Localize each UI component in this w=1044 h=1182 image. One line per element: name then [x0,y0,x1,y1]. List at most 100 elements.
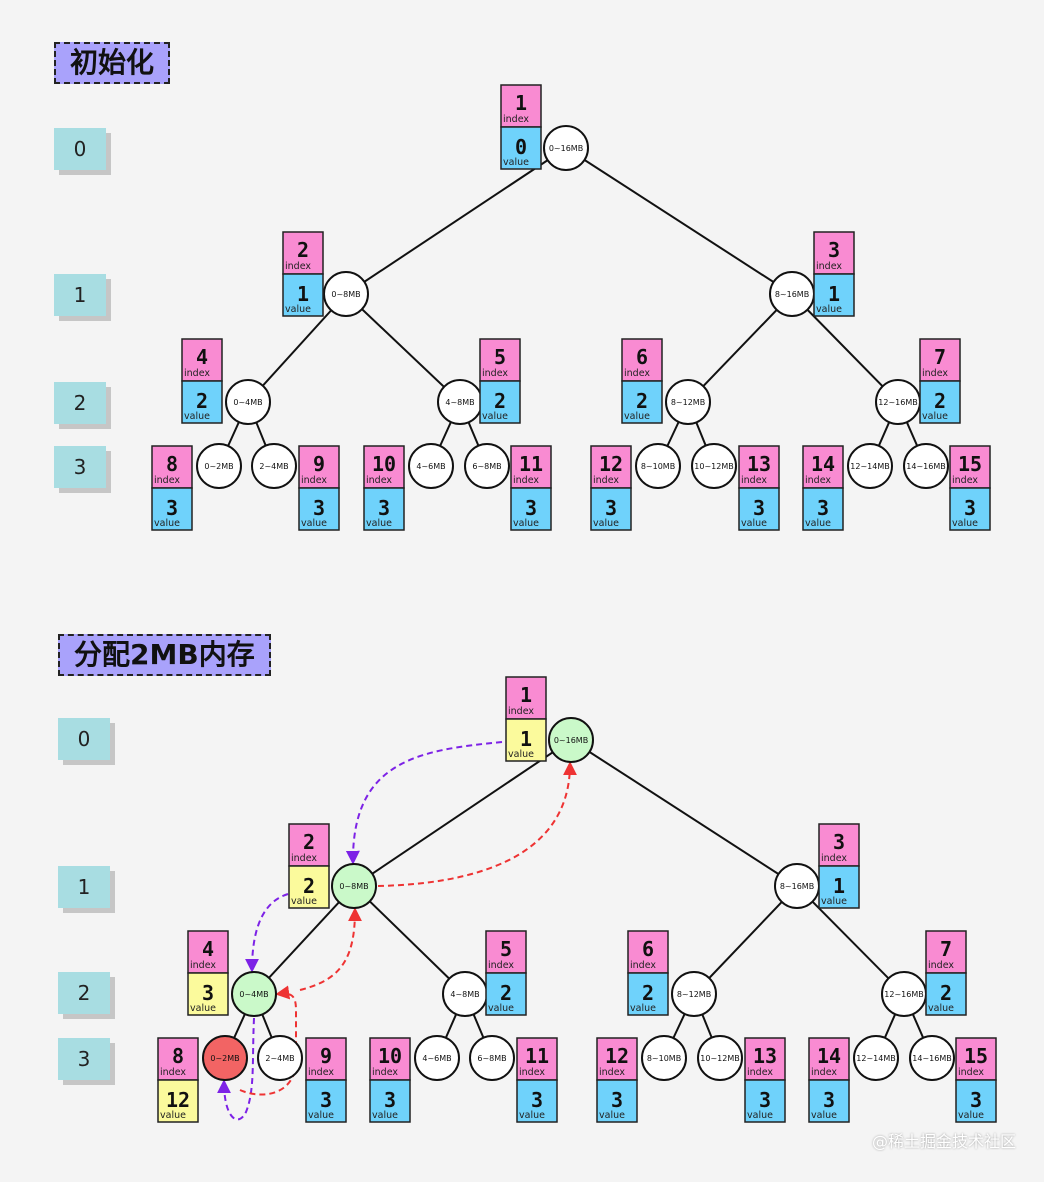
block-circle [909,1035,955,1081]
block-range-label: 0~8MB [331,290,360,299]
value-box [813,273,855,317]
value-box [369,1079,411,1123]
index-number: 11 [525,1044,549,1068]
index-box [596,1037,638,1081]
index-caption: index [922,368,948,379]
index-box [505,676,547,720]
index-number: 6 [636,345,648,369]
index-box [479,338,521,382]
block-circle [196,443,242,489]
value-number: 3 [378,496,390,520]
block-range-label: 12~16MB [878,398,917,407]
value-number: 3 [166,496,178,520]
value-number: 3 [817,496,829,520]
index-caption: index [747,1067,773,1078]
index-box [813,231,855,275]
value-caption: value [508,749,534,760]
block-circle [251,443,297,489]
value-number: 3 [970,1088,982,1112]
index-box [187,930,229,974]
index-number: 15 [958,452,982,476]
flow-arrow [245,893,289,973]
value-box [738,487,780,531]
value-box [479,380,521,424]
index-number: 8 [172,1044,184,1068]
flow-arrow [377,761,577,887]
tree-edge [693,885,798,995]
index-caption: index [928,960,954,971]
value-number: 2 [642,981,654,1005]
index-caption: index [821,853,847,864]
index-number: 14 [811,452,835,476]
index-caption: index [630,960,656,971]
index-caption: index [593,475,619,486]
value-box [621,380,663,424]
value-caption: value [928,1003,954,1014]
value-caption: value [503,157,529,168]
block-circle [543,125,589,171]
index-number: 2 [297,238,309,262]
index-number: 3 [828,238,840,262]
index-number: 12 [599,452,623,476]
index-number: 7 [940,937,952,961]
block-circle [853,1035,899,1081]
value-number: 3 [384,1088,396,1112]
index-box [808,1037,850,1081]
block-range-label: 8~10MB [647,1054,681,1063]
block-circle [202,1035,248,1081]
block-range-label: 0~16MB [554,736,588,745]
index-number: 10 [372,452,396,476]
value-caption: value [488,1003,514,1014]
index-box [955,1037,997,1081]
block-range-label: 8~10MB [641,462,675,471]
flow-arrow [345,741,503,865]
index-number: 4 [196,345,208,369]
value-caption: value [599,1110,625,1121]
index-number: 9 [313,452,325,476]
block-range-label: 12~14MB [856,1054,895,1063]
index-number: 14 [817,1044,841,1068]
index-box [151,445,193,489]
index-number: 5 [500,937,512,961]
index-caption: index [958,1067,984,1078]
index-caption: index [513,475,539,486]
value-box [298,487,340,531]
value-number: 3 [759,1088,771,1112]
value-box [949,487,991,531]
index-caption: index [805,475,831,486]
value-box [157,1079,199,1123]
tree-edge [345,147,567,295]
value-number: 2 [196,389,208,413]
value-box [288,865,330,909]
index-number: 8 [166,452,178,476]
block-circle [635,443,681,489]
value-number: 1 [297,282,309,306]
index-box [305,1037,347,1081]
index-caption: index [291,853,317,864]
tree-edge [345,293,461,403]
level-label: 2 [54,382,106,424]
index-box [510,445,552,489]
index-box [627,930,669,974]
index-number: 15 [964,1044,988,1068]
block-circle [548,717,594,763]
index-number: 7 [934,345,946,369]
index-caption: index [488,960,514,971]
value-caption: value [593,518,619,529]
block-range-label: 6~8MB [477,1054,506,1063]
value-caption: value [922,411,948,422]
value-number: 2 [636,389,648,413]
value-caption: value [160,1110,186,1121]
watermark: @稀土掘金技术社区 [871,1132,1016,1151]
value-number: 3 [753,496,765,520]
